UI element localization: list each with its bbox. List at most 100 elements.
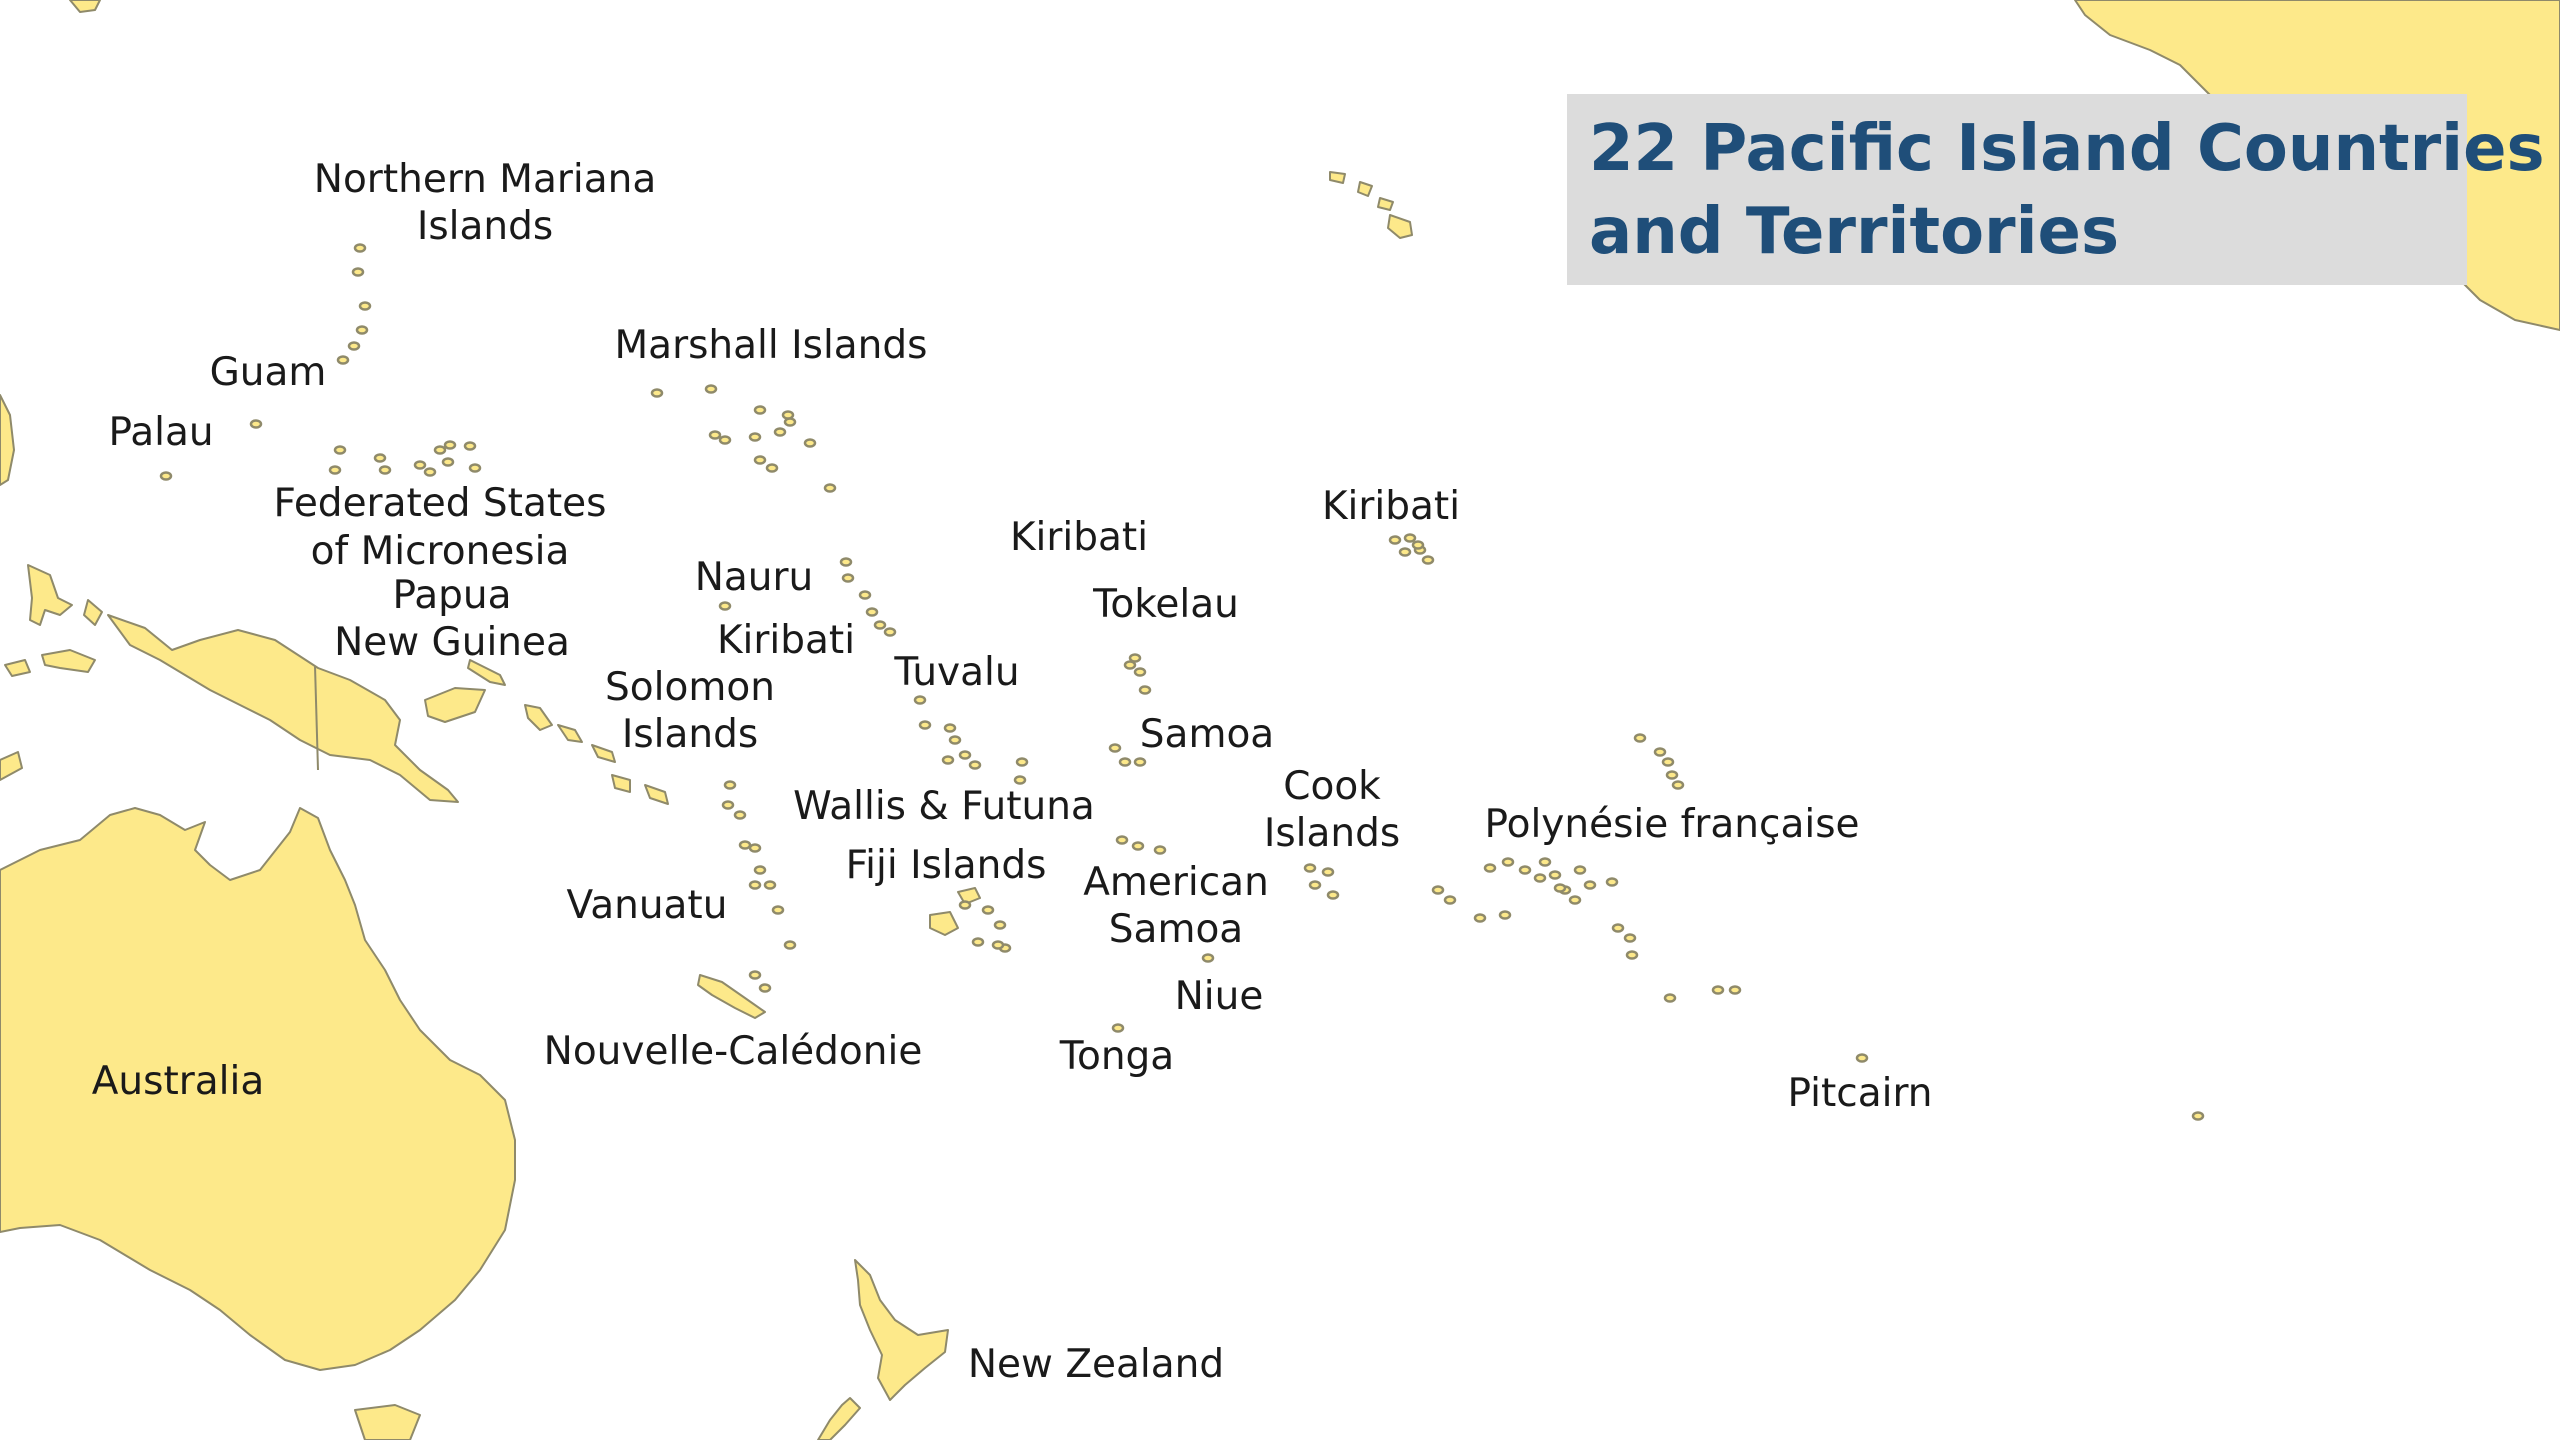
islet-dot xyxy=(1153,845,1167,855)
islet-dot xyxy=(773,427,787,437)
islet-dot xyxy=(159,471,173,481)
islet-dot xyxy=(718,435,732,445)
title-line-1: 22 Pacific Island Countries xyxy=(1589,112,2545,186)
seram-fragment xyxy=(41,649,96,673)
islet-dot xyxy=(1518,865,1532,875)
islet-dot xyxy=(1108,743,1122,753)
islet-dot xyxy=(718,601,732,611)
islet-dot xyxy=(1611,923,1625,933)
label-fiji-islands: Fiji Islands xyxy=(845,843,1047,888)
islet-dot xyxy=(1661,757,1675,767)
islet-dot xyxy=(738,840,752,850)
label-australia: Australia xyxy=(91,1059,265,1104)
islet-dot xyxy=(968,760,982,770)
islet-dot xyxy=(765,463,779,473)
label-kiribati-east: Kiribati xyxy=(1321,484,1461,529)
islet-dot xyxy=(1498,910,1512,920)
solomon-guadalcanal xyxy=(611,774,631,793)
islet-dot xyxy=(873,620,887,630)
islet-dot xyxy=(1431,885,1445,895)
islet-dot xyxy=(2191,1111,2205,1121)
islet-dot xyxy=(981,905,995,915)
label-palau: Palau xyxy=(108,410,214,455)
islet-dot xyxy=(1663,993,1677,1003)
islet-dot xyxy=(1123,660,1137,670)
islet-dot xyxy=(1403,533,1417,543)
islet-dot xyxy=(763,880,777,890)
title-box: 22 Pacific Island Countries and Territor… xyxy=(1567,94,2545,285)
islet-dot xyxy=(1128,653,1142,663)
islet-dot xyxy=(958,900,972,910)
islet-dot xyxy=(1633,733,1647,743)
islet-dot xyxy=(1665,770,1679,780)
hawaii-big-island xyxy=(1387,214,1413,239)
label-cook-islands: Cook Islands xyxy=(1263,764,1401,856)
solomon-choiseul xyxy=(557,724,583,743)
buru-fragment xyxy=(4,659,31,677)
islet-dot xyxy=(748,432,762,442)
islet-dot xyxy=(1855,1053,1869,1063)
islet-dot xyxy=(373,453,387,463)
islet-dot xyxy=(1623,933,1637,943)
philippines-fragment xyxy=(69,0,101,13)
png-indonesia-border xyxy=(314,665,319,771)
solomon-bougainville xyxy=(524,704,553,731)
islet-dot xyxy=(771,905,785,915)
timor-fragment xyxy=(0,751,23,781)
tasmania-landmass xyxy=(354,1404,421,1440)
islet-dot xyxy=(1138,685,1152,695)
new-britain-landmass xyxy=(424,687,486,723)
islet-dot xyxy=(355,325,369,335)
islet-dot xyxy=(358,301,372,311)
islet-dot xyxy=(1321,867,1335,877)
islet-dot xyxy=(1711,985,1725,995)
islet-dot xyxy=(443,440,457,450)
hawaii-kauai xyxy=(1329,171,1346,184)
label-guam: Guam xyxy=(209,350,327,395)
islet-dot xyxy=(753,405,767,415)
islet-dot xyxy=(1443,895,1457,905)
new-caledonia-main xyxy=(697,974,766,1019)
islet-dot xyxy=(1131,841,1145,851)
label-nauru: Nauru xyxy=(694,555,814,600)
islet-dot xyxy=(841,573,855,583)
islet-dot xyxy=(1133,757,1147,767)
islet-dot xyxy=(1111,1023,1125,1033)
islet-dot xyxy=(441,457,455,467)
islet-dot xyxy=(463,441,477,451)
islet-dot xyxy=(1483,863,1497,873)
islet-dot xyxy=(943,723,957,733)
islet-dot xyxy=(1538,857,1552,867)
islet-dot xyxy=(704,384,718,394)
islet-dot xyxy=(723,780,737,790)
label-solomon-islands: Solomon Islands xyxy=(605,665,775,757)
islet-dot xyxy=(803,438,817,448)
solomon-isabel xyxy=(591,744,616,763)
islet-dot xyxy=(753,865,767,875)
islet-dot xyxy=(468,463,482,473)
islet-dot xyxy=(993,920,1007,930)
label-new-zealand: New Zealand xyxy=(967,1342,1225,1387)
islet-dot xyxy=(1115,835,1129,845)
moluccas-fragment xyxy=(83,599,103,626)
islet-dot xyxy=(1671,780,1685,790)
islet-dot xyxy=(1625,950,1639,960)
islet-dot xyxy=(1548,870,1562,880)
islet-dot xyxy=(1118,757,1132,767)
islet-dot xyxy=(351,267,365,277)
islet-dot xyxy=(748,970,762,980)
islet-dot xyxy=(941,755,955,765)
islet-dot xyxy=(1501,857,1515,867)
islet-dot xyxy=(1398,547,1412,557)
islet-dot xyxy=(1013,775,1027,785)
islet-dot xyxy=(423,467,437,477)
islet-dot xyxy=(708,430,722,440)
islet-dot xyxy=(823,483,837,493)
new-ireland-landmass xyxy=(467,659,506,686)
fiji-viti-levu xyxy=(929,911,959,936)
title-line-2: and Territories xyxy=(1589,195,2120,269)
islet-dot xyxy=(839,557,853,567)
islet-dot xyxy=(781,410,795,420)
new-zealand-north-island xyxy=(854,1259,949,1401)
islet-dot xyxy=(353,243,367,253)
